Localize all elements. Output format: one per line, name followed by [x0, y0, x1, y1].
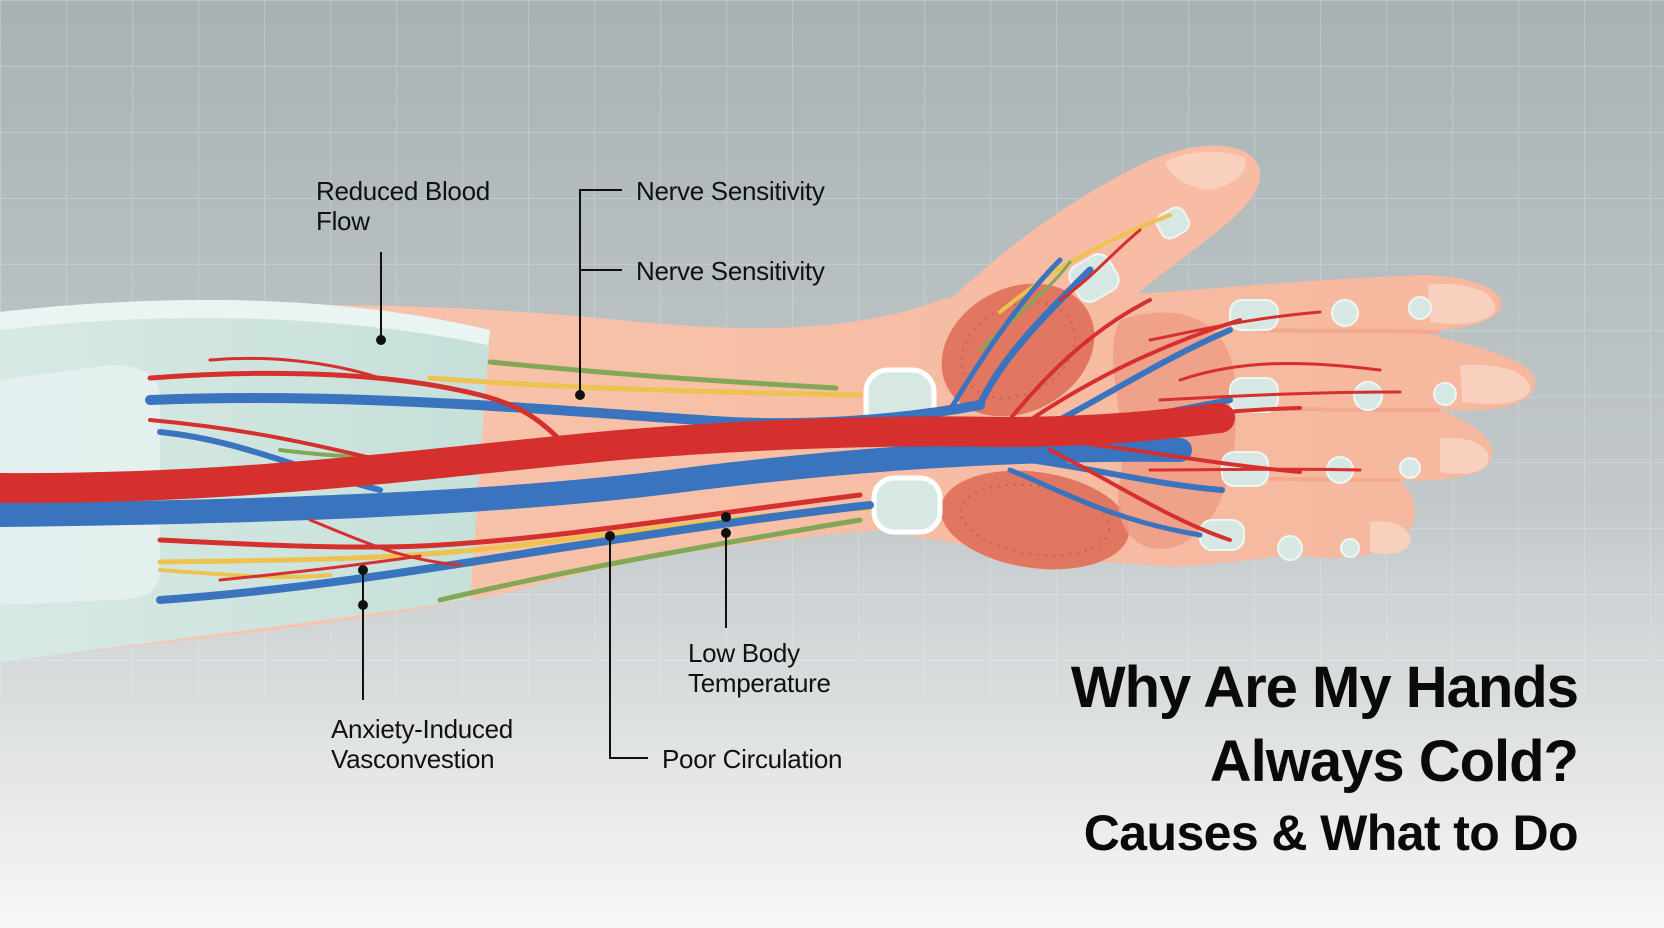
- label-text: Vasconvestion: [331, 744, 495, 774]
- title-line-2: Always Cold?: [1209, 729, 1579, 794]
- veins: [0, 257, 1233, 604]
- callout-lines: [362, 189, 727, 759]
- label-nerve-sensitivity-top: Nerve Sensitivity: [636, 176, 825, 206]
- title-line-1: Why Are My Hands: [1070, 655, 1579, 720]
- label-text: Anxiety-Induced: [331, 714, 513, 744]
- label-text: Reduced Blood: [316, 176, 490, 206]
- label-text: Low Body: [688, 638, 800, 668]
- label-nerve-sensitivity: Nerve Sensitivity: [636, 256, 825, 286]
- label-anxiety-induced: Anxiety-Induced Vasconvestion: [331, 714, 513, 774]
- arteries: [0, 228, 1402, 582]
- finger-bones: [1068, 206, 1457, 561]
- label-text: Flow: [316, 206, 370, 236]
- callout-dots: [358, 335, 731, 610]
- label-low-body-temperature: Low Body Temperature: [688, 638, 831, 698]
- title-subtitle: Causes & What to Do: [1083, 805, 1579, 861]
- label-poor-circulation: Poor Circulation: [662, 744, 843, 774]
- label-text: Temperature: [688, 668, 831, 698]
- label-reduced-blood-flow: Reduced Blood Flow: [316, 176, 490, 236]
